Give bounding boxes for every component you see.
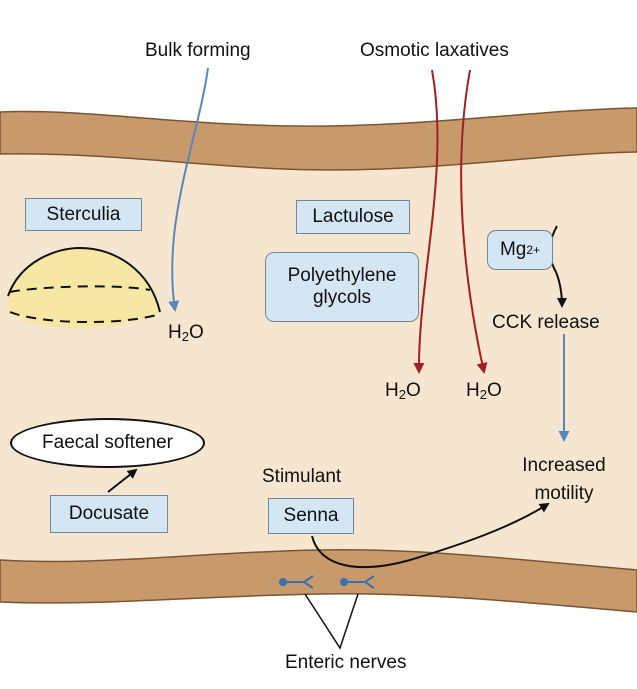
- senna-box: Senna: [268, 498, 354, 534]
- water-label-osmotic-right: H2O: [466, 380, 502, 402]
- enteric-nerves-label: Enteric nerves: [285, 652, 407, 673]
- docusate-softener-arrow: [107, 468, 138, 493]
- enteric-nerve-left: [279, 575, 314, 589]
- sterculia-box: Sterculia: [25, 198, 142, 231]
- bolus-dashed-top: [9, 285, 151, 293]
- lactulose-box: Lactulose: [296, 200, 410, 234]
- osmotic-arrow-right: [460, 69, 488, 374]
- bulk-forming-arrow: [168, 67, 209, 312]
- enteric-nerves-pointer: [304, 593, 359, 650]
- magnesium-symbol: Mg: [499, 239, 527, 260]
- water-label-bulk: H2O: [168, 322, 204, 344]
- faecal-softener-oval: Faecal softener: [10, 418, 205, 468]
- gut-wall-top: [0, 107, 637, 171]
- docusate-box: Docusate: [50, 495, 168, 533]
- bolus-swelling: [8, 248, 160, 328]
- gut-lumen: [0, 150, 637, 570]
- osmotic-arrow-left: [413, 69, 439, 374]
- bolus-dashed-bottom: [9, 311, 161, 324]
- enteric-nerve-right: [340, 575, 375, 589]
- increased-motility-label: Increased motility: [522, 455, 606, 504]
- magnesium-charge: 2+: [526, 243, 541, 257]
- polyethylene-glycols-box: Polyethylene glycols: [265, 252, 419, 322]
- bolus-top-outline: [7, 246, 161, 313]
- bulk-forming-label: Bulk forming: [145, 40, 251, 61]
- gut-wall-bottom: [0, 549, 637, 613]
- cck-release-label: CCK release: [492, 312, 600, 333]
- senna-motility-arrow: [311, 502, 550, 569]
- water-label-osmotic-left: H2O: [385, 380, 421, 402]
- stimulant-label: Stimulant: [262, 466, 342, 487]
- osmotic-laxatives-label: Osmotic laxatives: [360, 40, 509, 61]
